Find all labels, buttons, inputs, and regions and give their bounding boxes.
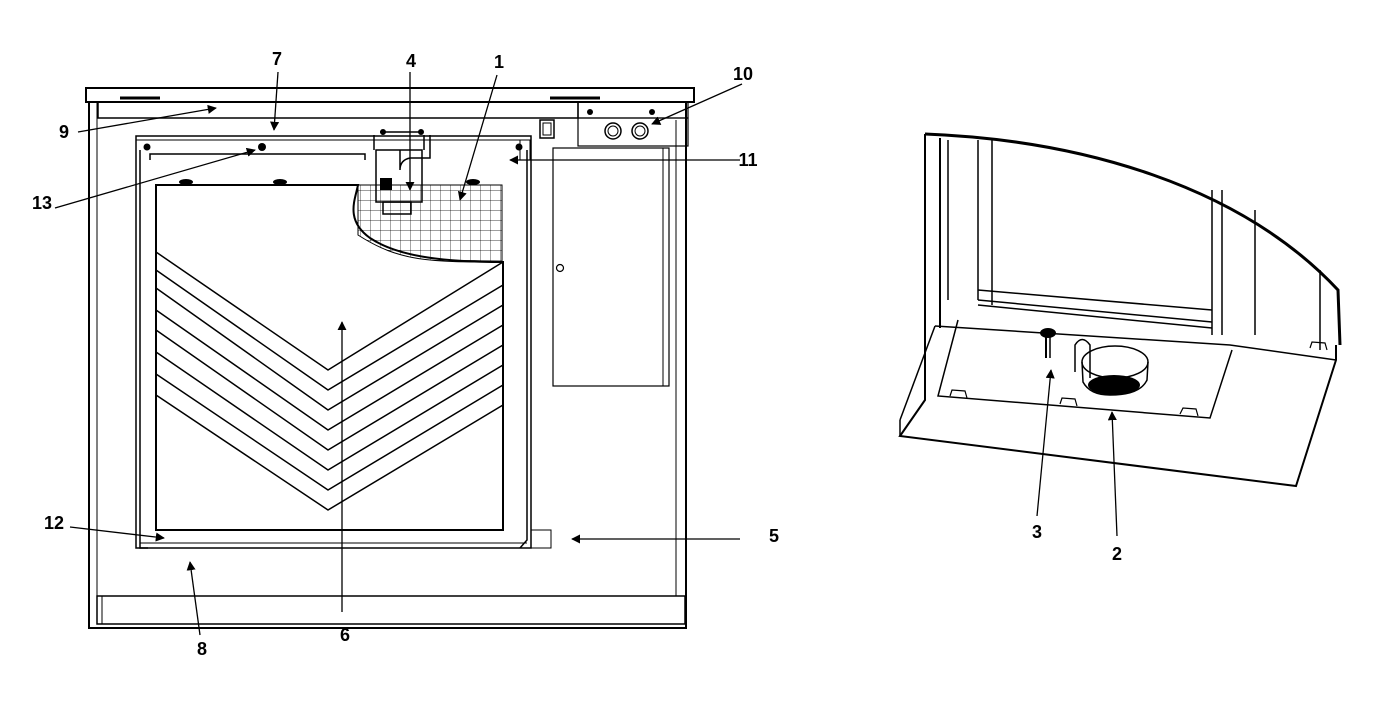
front-view xyxy=(85,87,695,629)
callout-7: 7 xyxy=(272,49,282,69)
callout-6: 6 xyxy=(340,625,350,645)
top-panel xyxy=(85,87,695,103)
callout-labels: 1 4 5 6 7 8 9 10 11 12 13 2 3 xyxy=(32,49,1122,659)
base-kickplate xyxy=(96,595,686,625)
drain-fitting xyxy=(1081,345,1149,379)
bottom-view xyxy=(898,132,1342,488)
sensor-hole-13 xyxy=(258,143,266,151)
water-curtain xyxy=(155,184,504,531)
callout-1: 1 xyxy=(494,52,504,72)
bin-top-curve xyxy=(924,132,1342,346)
callout-5: 5 xyxy=(769,526,779,546)
callout-10: 10 xyxy=(733,64,753,84)
callout-3: 3 xyxy=(1032,522,1042,542)
callout-4: 4 xyxy=(406,51,416,71)
callout-2: 2 xyxy=(1112,544,1122,564)
switch xyxy=(539,119,555,139)
curtain-chevrons xyxy=(155,251,504,511)
leader-lines xyxy=(54,71,1118,636)
callout-13: 13 xyxy=(32,193,52,213)
water-fitting-plate xyxy=(577,117,689,147)
callout-11: 11 xyxy=(738,150,757,170)
callout-8: 8 xyxy=(197,639,207,659)
cabinet-outline xyxy=(88,102,687,629)
control-box xyxy=(552,147,670,387)
evaporator-frame xyxy=(135,135,532,549)
water-level-probe xyxy=(373,129,431,215)
callout-9: 9 xyxy=(59,122,69,142)
evaporator-grid xyxy=(357,184,503,263)
callout-12: 12 xyxy=(44,513,64,533)
